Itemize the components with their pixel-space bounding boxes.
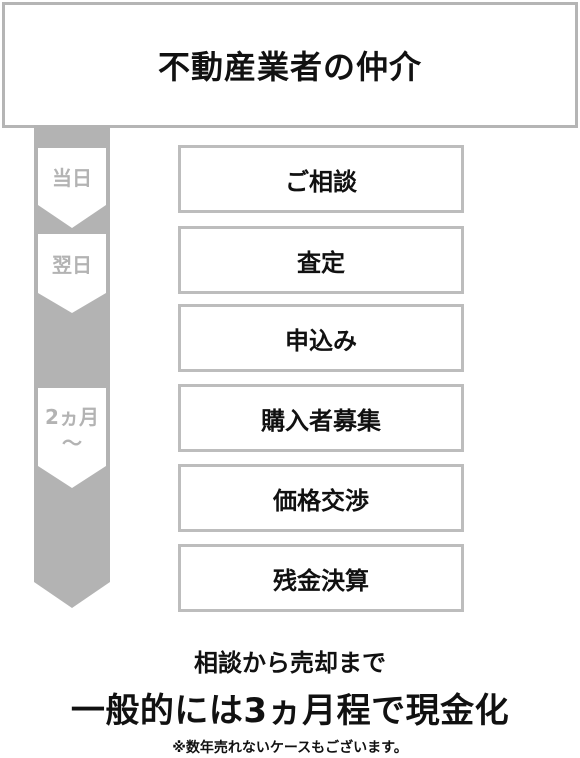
timeline-chevron-2	[38, 234, 106, 313]
step-application: 申込み	[178, 304, 464, 372]
step-label: 申込み	[285, 326, 357, 355]
timeline-label-months: 2ヵ月	[45, 405, 99, 429]
footer-note: ※数年売れないケースもございます。	[172, 740, 408, 756]
timeline-label-day1: 当日	[52, 166, 92, 190]
timeline-chevron-3	[38, 388, 106, 488]
step-label: 残金決算	[273, 566, 369, 595]
step-consultation: ご相談	[178, 145, 464, 213]
step-label: ご相談	[285, 167, 357, 196]
step-label: 査定	[297, 248, 345, 277]
footer-subheading: 相談から売却まで	[194, 649, 386, 677]
step-price-negotiation: 価格交渉	[178, 464, 464, 532]
title-box: 不動産業者の仲介	[2, 2, 578, 128]
timeline-chevron-1	[38, 148, 106, 228]
step-appraisal: 査定	[178, 226, 464, 294]
step-buyer-recruitment: 購入者募集	[178, 384, 464, 452]
timeline-label-day2: 翌日	[52, 253, 92, 277]
step-label: 購入者募集	[261, 406, 381, 435]
timeline-label-tilde: 〜	[62, 431, 82, 455]
step-final-settlement: 残金決算	[178, 544, 464, 612]
diagram-title: 不動産業者の仲介	[157, 48, 422, 86]
step-label: 価格交渉	[273, 486, 369, 515]
footer-headline: 一般的には3ヵ月程で現金化	[70, 691, 510, 731]
